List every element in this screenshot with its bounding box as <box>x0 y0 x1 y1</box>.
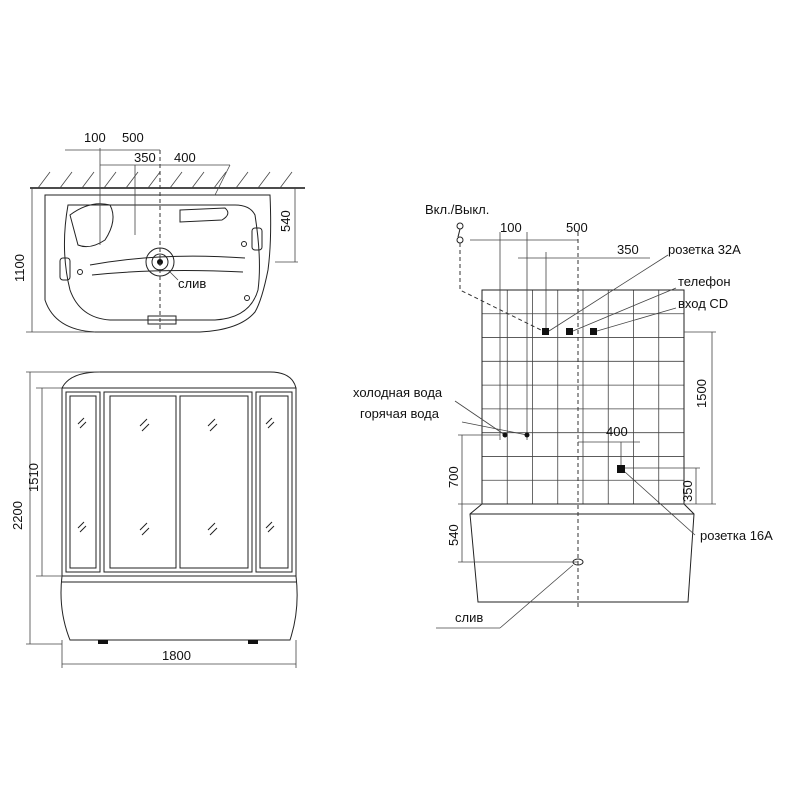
foot <box>98 640 108 644</box>
front-view: 2200 1510 1800 <box>10 371 298 668</box>
tub-base <box>60 575 298 641</box>
wall-dim-100: 100 <box>500 220 522 235</box>
cabin-frame <box>61 387 297 577</box>
socket-32a-label: розетка 32А <box>668 242 741 257</box>
switch-icon <box>456 236 464 244</box>
leader-cold-water <box>454 400 506 436</box>
socket-16a-label: розетка 16А <box>700 528 773 543</box>
phone-label: телефон <box>678 274 731 289</box>
front-dim-1510: 1510 <box>26 463 41 492</box>
leader-hot-water <box>461 421 528 436</box>
wall-view: Вкл./Выкл. 100 500 350 розетка 32А телеф… <box>353 202 773 629</box>
wall-dim-700: 700 <box>446 466 461 488</box>
side-panel-left <box>65 391 101 573</box>
phone-socket-icon <box>566 328 573 335</box>
tile-grid <box>482 290 684 504</box>
side-panel-left-inner <box>69 395 97 569</box>
drain-leader <box>167 269 179 281</box>
jet-icon <box>241 241 247 247</box>
switch-label: Вкл./Выкл. <box>425 202 489 217</box>
leader-cd <box>596 307 677 332</box>
wall-dim-350: 350 <box>617 242 639 257</box>
wall-dim-1500: 1500 <box>694 379 709 408</box>
jet-right <box>251 227 263 251</box>
glass-reflections <box>77 417 275 536</box>
cd-socket-icon <box>590 328 597 335</box>
switch-icon <box>456 222 464 230</box>
leader-socket-16a <box>624 471 696 536</box>
seat-left <box>69 203 114 248</box>
cold-water-label: холодная вода <box>353 385 443 400</box>
side-panel-right-inner <box>259 395 289 569</box>
top-dim-500: 500 <box>122 130 144 145</box>
side-panel-right <box>255 391 293 573</box>
wall-tub-base <box>469 503 695 603</box>
leader-drain <box>499 564 574 629</box>
front-dim-1800: 1800 <box>162 648 191 663</box>
bench-line <box>91 270 244 276</box>
control-panel <box>147 315 177 325</box>
bench-line <box>89 255 246 266</box>
hot-water-outlet-icon <box>524 432 530 438</box>
cabin-roof <box>61 371 297 389</box>
tub-outline <box>44 194 272 333</box>
top-dim-540: 540 <box>278 210 293 232</box>
top-drain-label: слив <box>178 276 206 291</box>
cold-water-outlet-icon <box>502 432 508 438</box>
foot <box>248 640 258 644</box>
leader-phone <box>572 287 677 332</box>
wall-dim-400: 400 <box>606 424 628 439</box>
dim-ext <box>214 164 231 196</box>
wall-dim-350-low: 350 <box>680 480 695 502</box>
wall-dim-540: 540 <box>446 524 461 546</box>
top-dim-400: 400 <box>174 150 196 165</box>
jet-left <box>59 257 71 281</box>
leader-socket-32a <box>548 254 669 332</box>
switch-contact <box>457 228 461 238</box>
socket-16a-icon <box>617 465 625 473</box>
headrest <box>179 207 229 223</box>
switch-wire <box>459 243 546 333</box>
top-dim-1100: 1100 <box>12 254 27 282</box>
cd-input-label: вход CD <box>678 296 728 311</box>
top-dim-100: 100 <box>84 130 106 145</box>
wall-drain-label: слив <box>455 610 483 625</box>
door-frame <box>103 391 253 573</box>
front-dim-2200: 2200 <box>10 501 25 530</box>
top-view: слив 100 500 350 400 540 1100 <box>12 130 305 333</box>
door-right <box>179 395 249 569</box>
jet-icon <box>77 269 83 275</box>
door-left <box>109 395 177 569</box>
wall-drain-icon <box>572 558 584 566</box>
top-dim-350: 350 <box>134 150 156 165</box>
wall-dim-500: 500 <box>566 220 588 235</box>
socket-32a-icon <box>542 328 549 335</box>
tub-inner <box>63 204 260 321</box>
wall-hatch <box>37 171 293 189</box>
jet-icon <box>244 295 250 301</box>
hot-water-label: горячая вода <box>360 406 440 421</box>
